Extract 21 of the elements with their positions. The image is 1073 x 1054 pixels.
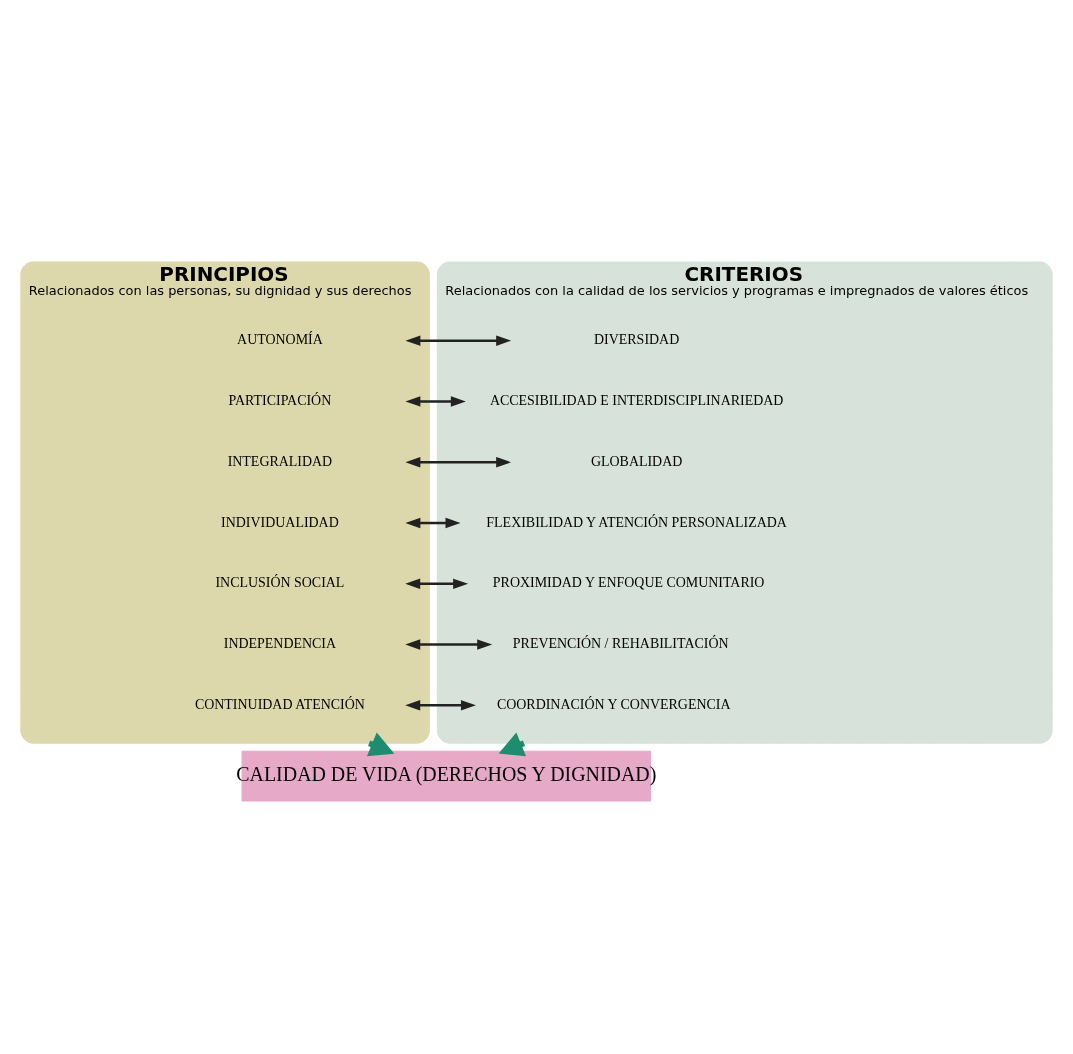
arrow	[405, 456, 512, 467]
node-text: INDEPENDENCIA	[223, 635, 337, 651]
node-text: INTEGRALIDAD	[227, 453, 333, 469]
node-text: COORDINACIÓN Y CONVERGENCIA	[496, 696, 731, 712]
arrow	[405, 334, 512, 346]
node-text: INDIVIDUALIDAD	[221, 514, 339, 530]
node-text: DIVERSIDAD	[594, 331, 680, 347]
arrow	[405, 699, 476, 711]
node-text: PREVENCIÓN / REHABILITACIÓN	[512, 635, 729, 651]
arrow	[405, 395, 466, 407]
node-text: GLOBALIDAD	[590, 453, 683, 469]
arrow	[405, 638, 493, 650]
node-text: AUTONOMÍA	[237, 331, 323, 347]
node-text: PARTICIPACIÓN	[228, 392, 332, 408]
node-text: ACCESIBILIDAD E INTERDISCIPLINARIEDAD	[489, 392, 784, 408]
arrow	[405, 578, 469, 589]
node-text: FLEXIBILIDAD Y ATENCIÓN PERSONALIZADA	[486, 514, 787, 530]
node-text: CONTINUIDAD ATENCIÓN	[194, 696, 365, 712]
arrow	[405, 517, 461, 528]
node-text: PROXIMIDAD Y ENFOQUE COMUNITARIO	[492, 574, 765, 590]
node-text: INCLUSIÓN SOCIAL	[215, 574, 345, 590]
